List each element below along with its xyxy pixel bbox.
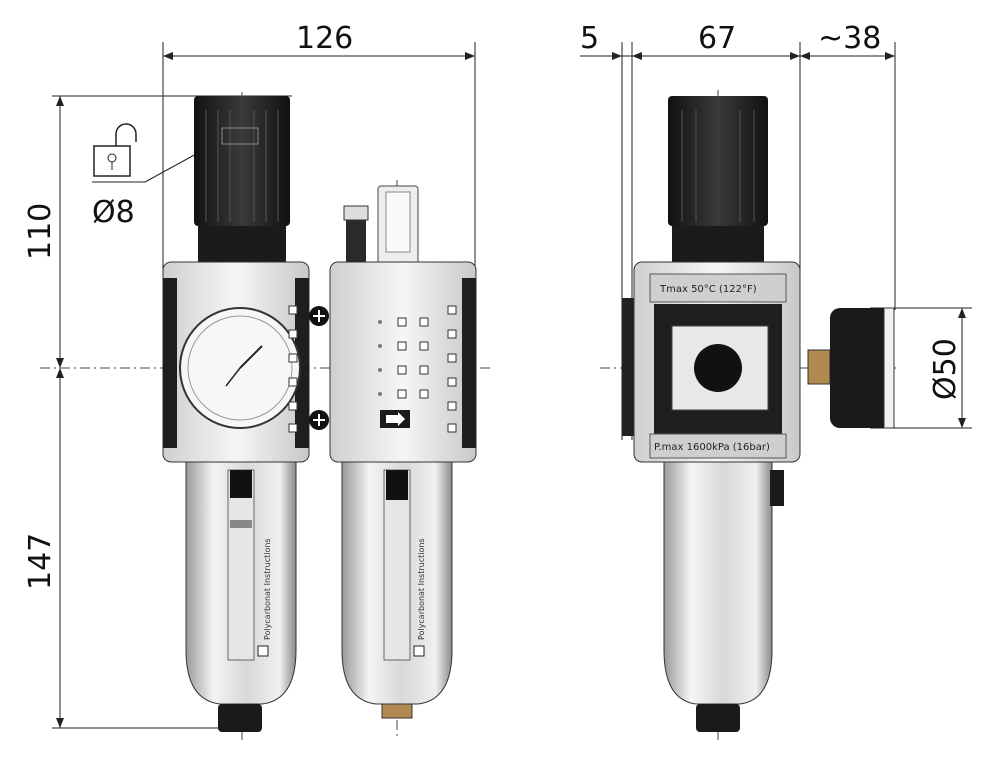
lubricator-unit: Polycarbonat Instructions [329, 185, 477, 719]
side-view: Tmax 50°C (122°F) P.max 1600kPa (16bar) [622, 96, 895, 732]
dim-gauge-diameter: Ø50 [928, 338, 963, 400]
plus-icon [309, 410, 329, 430]
regulator-unit: Polycarbonat Instructions [162, 96, 310, 732]
temp-max-label: Tmax 50°C (122°F) [659, 284, 757, 295]
bowl-text-left: Polycarbonat Instructions [263, 538, 272, 640]
bowl-text-right: Polycarbonat Instructions [417, 538, 426, 640]
flow-arrow-icon [380, 410, 410, 428]
plus-icon [309, 306, 329, 326]
pressure-max-label: P.max 1600kPa (16bar) [654, 442, 770, 453]
dim-38: ~38 [818, 21, 881, 56]
dim-126: 126 [296, 21, 353, 56]
dim-lock-diameter: Ø8 [92, 195, 135, 230]
dim-147: 147 [23, 533, 58, 590]
dim-110: 110 [23, 203, 58, 260]
dim-67: 67 [698, 21, 736, 56]
unlocked-padlock-icon [93, 123, 137, 177]
dim-5: 5 [580, 21, 599, 56]
